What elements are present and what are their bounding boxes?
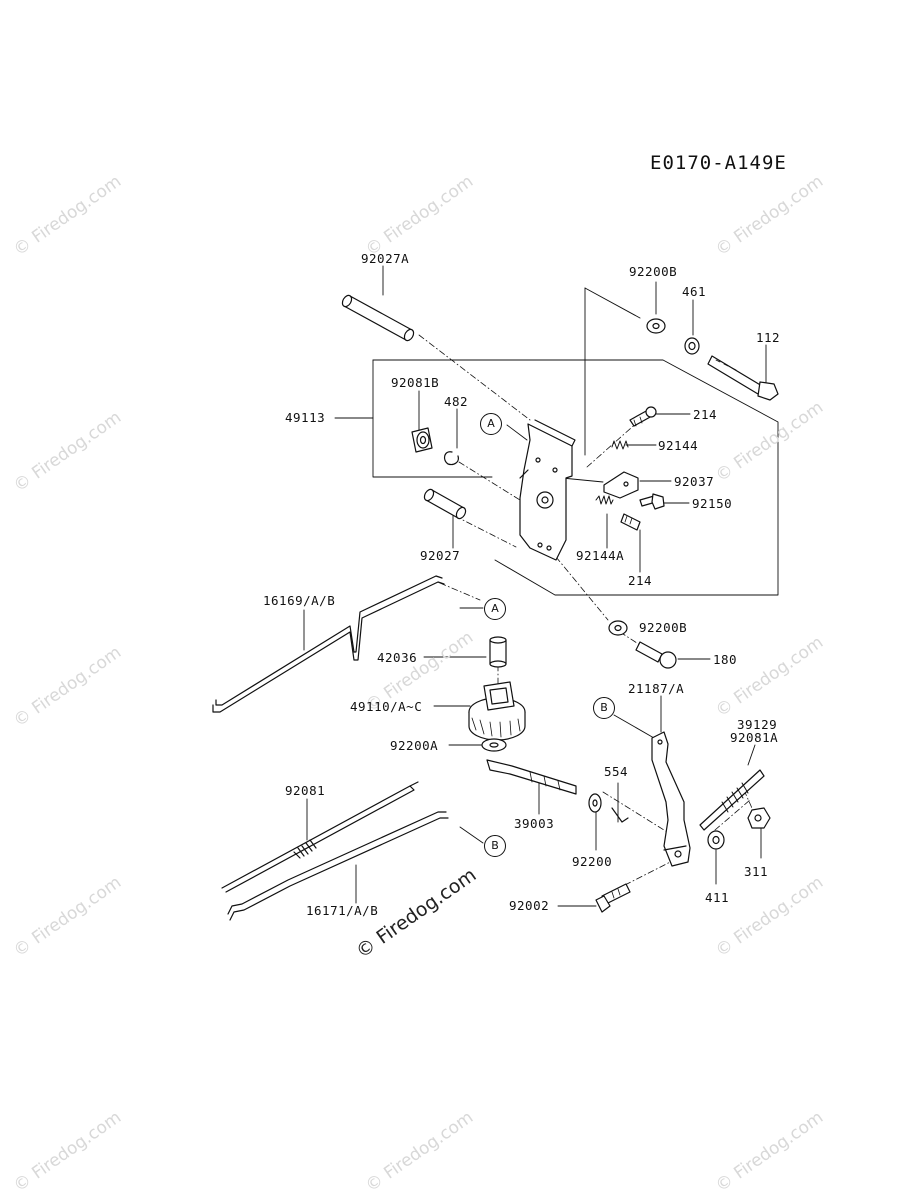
part-16169-link-rod <box>212 575 445 713</box>
part-label: 92037 <box>674 474 715 489</box>
part-label: 92200 <box>572 854 613 869</box>
part-label: 482 <box>444 394 469 409</box>
part-92027-rod <box>423 488 467 520</box>
part-92200B-washer-mid <box>608 620 628 636</box>
part-112-bolt <box>707 355 779 401</box>
part-482-clip <box>443 451 459 466</box>
part-180-bolt <box>635 641 677 669</box>
part-554-pin <box>611 807 629 823</box>
reference-box <box>372 287 779 596</box>
part-214-screw-bottom <box>620 513 641 531</box>
part-label: 49110/A~C <box>350 699 423 714</box>
part-label: 39129 <box>737 717 778 732</box>
part-92200-washer <box>588 793 602 813</box>
part-label: 214 <box>693 407 718 422</box>
part-411-washer <box>707 830 725 850</box>
part-label: 92144A <box>576 548 625 563</box>
callout-b-right: B <box>593 697 615 719</box>
part-label: 214 <box>628 573 653 588</box>
part-92081B-bushing <box>411 427 433 453</box>
callout-b-left: B <box>484 835 506 857</box>
part-label: 92081 <box>285 783 326 798</box>
part-214-screw-top <box>629 406 657 427</box>
diagram-code: E0170-A149E <box>650 152 787 174</box>
part-16171-link-rod <box>227 811 449 921</box>
part-49113-bracket <box>519 419 576 561</box>
part-92144-spring <box>611 440 629 450</box>
part-label: 92081B <box>391 375 440 390</box>
part-92200A-washer <box>481 738 507 752</box>
part-92144A-spring <box>595 495 614 505</box>
part-label: 16171/A/B <box>306 903 379 918</box>
part-label: 92081A <box>730 730 779 745</box>
part-label: 92027A <box>361 251 410 266</box>
part-label: 92200A <box>390 738 439 753</box>
part-label: 554 <box>604 764 629 779</box>
part-label: 16169/A/B <box>263 593 336 608</box>
part-label: 92150 <box>692 496 733 511</box>
part-label: 180 <box>713 652 738 667</box>
part-label: 49113 <box>285 410 326 425</box>
part-label: 92200B <box>629 264 678 279</box>
part-92002-bolt <box>595 883 631 913</box>
part-label: 92027 <box>420 548 461 563</box>
part-92037-clamp <box>603 471 639 499</box>
part-92150-bolt <box>639 493 665 510</box>
callout-a-bottom: A <box>484 598 506 620</box>
part-label: 112 <box>756 330 781 345</box>
part-label: 92200B <box>639 620 688 635</box>
part-92081A-spring-rod <box>699 769 765 831</box>
part-label: 92144 <box>658 438 699 453</box>
part-92027A-rod <box>341 294 415 342</box>
part-label: 311 <box>744 864 769 879</box>
part-92200B-washer-top <box>646 318 666 334</box>
part-311-nut <box>747 807 771 829</box>
part-92081-spring-rod <box>221 781 419 893</box>
part-label: 411 <box>705 890 730 905</box>
part-461-washer <box>684 337 700 355</box>
part-39003-shaft <box>486 759 577 795</box>
part-label: 39003 <box>514 816 555 831</box>
part-label: 42036 <box>377 650 418 665</box>
callout-a-top: A <box>480 413 502 435</box>
part-label: 21187/A <box>628 681 685 696</box>
part-label: 92002 <box>509 898 550 913</box>
part-42036-pin <box>489 636 507 668</box>
part-label: 461 <box>682 284 707 299</box>
part-49110-gear <box>468 681 526 741</box>
part-21187-governor-arm <box>651 731 691 867</box>
